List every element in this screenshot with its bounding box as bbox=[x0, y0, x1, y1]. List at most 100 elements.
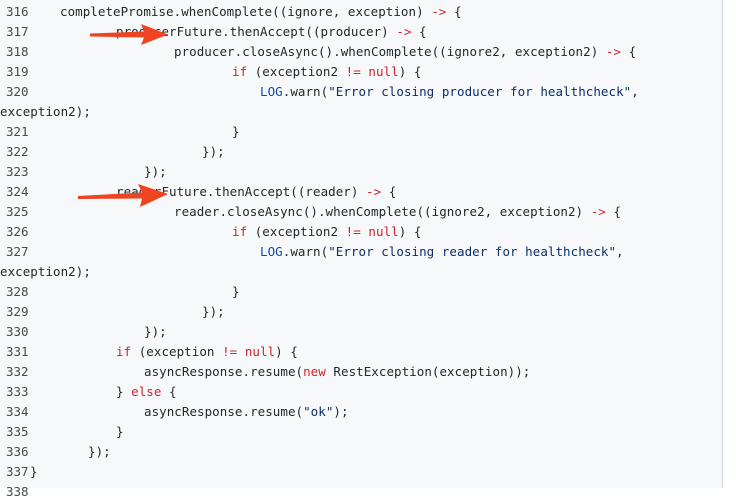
code-token: "Error closing reader for healthcheck" bbox=[328, 244, 617, 259]
line-number[interactable]: 333 bbox=[6, 384, 29, 399]
code-token: } bbox=[116, 384, 132, 399]
code-line: 322}); bbox=[0, 142, 722, 162]
line-number[interactable]: 321 bbox=[6, 124, 29, 139]
line-number[interactable]: 320 bbox=[6, 84, 29, 99]
code-token: closeAsync bbox=[227, 204, 303, 219]
code-token: exception2); bbox=[0, 264, 91, 279]
code-token: ( bbox=[320, 244, 329, 259]
code-token: != bbox=[345, 224, 361, 239]
line-number[interactable]: 332 bbox=[6, 364, 29, 379]
code-token: else bbox=[131, 384, 162, 399]
code-token: -> bbox=[396, 24, 412, 39]
code-token: { bbox=[605, 204, 622, 219]
arrow-icon bbox=[78, 184, 168, 207]
code-token: } bbox=[116, 424, 124, 439]
code-token: . bbox=[173, 4, 182, 19]
line-number[interactable]: 330 bbox=[6, 324, 29, 339]
code-token: (exception2 bbox=[247, 224, 346, 239]
code-token: (exception bbox=[131, 344, 223, 359]
code-text: if (exception != null) { bbox=[116, 342, 298, 362]
code-token: null bbox=[244, 344, 276, 359]
code-text: exception2); bbox=[0, 262, 91, 282]
code-token: != bbox=[345, 64, 361, 79]
code-text: reader.closeAsync().whenComplete((ignore… bbox=[174, 202, 621, 222]
code-token: }); bbox=[88, 444, 111, 459]
line-number[interactable]: 317 bbox=[6, 24, 29, 39]
code-token: if bbox=[116, 344, 132, 359]
code-token: "Error closing producer for healthcheck" bbox=[328, 84, 632, 99]
code-token: . bbox=[206, 184, 215, 199]
code-token: whenComplete bbox=[340, 44, 432, 59]
code-token: LOG bbox=[260, 84, 283, 99]
code-token: thenAccept bbox=[214, 184, 291, 199]
line-number[interactable]: 337 bbox=[6, 464, 29, 479]
line-number[interactable]: 327 bbox=[6, 244, 29, 259]
code-line: 333 } else { bbox=[0, 382, 722, 402]
code-token: . bbox=[282, 84, 291, 99]
code-token: . bbox=[242, 364, 251, 379]
code-text: } else { bbox=[116, 382, 177, 402]
code-token: if bbox=[232, 224, 248, 239]
code-text: if (exception2 != null) { bbox=[232, 222, 421, 242]
code-token: ((ignore2, exception2) bbox=[416, 204, 591, 219]
code-token: resume bbox=[250, 364, 296, 379]
code-line: 335} bbox=[0, 422, 722, 442]
code-text: }); bbox=[144, 162, 167, 182]
line-number[interactable]: 338 bbox=[6, 484, 29, 499]
line-number[interactable]: 328 bbox=[6, 284, 29, 299]
line-number[interactable]: 331 bbox=[6, 344, 29, 359]
code-text: } bbox=[116, 422, 124, 442]
code-token: ) { bbox=[275, 344, 298, 359]
code-token: } bbox=[30, 464, 38, 479]
code-token: asyncResponse bbox=[144, 364, 243, 379]
code-line: 323}); bbox=[0, 162, 722, 182]
line-number[interactable]: 318 bbox=[6, 44, 29, 59]
code-token: , bbox=[616, 244, 624, 259]
code-text: }); bbox=[202, 142, 225, 162]
line-number[interactable]: 336 bbox=[6, 444, 29, 459]
code-text: }); bbox=[144, 322, 167, 342]
code-token: ) { bbox=[398, 64, 422, 79]
code-token: ((producer) bbox=[305, 24, 397, 39]
line-number[interactable]: 329 bbox=[6, 304, 29, 319]
code-line: exception2); bbox=[0, 102, 722, 122]
line-number[interactable]: 316 bbox=[6, 4, 29, 19]
code-token: null bbox=[368, 224, 399, 239]
code-line: 337} bbox=[0, 462, 722, 482]
code-viewer[interactable]: 316 completePromise. whenComplete ((ignore,… bbox=[0, 0, 723, 499]
line-number[interactable]: 326 bbox=[6, 224, 29, 239]
code-text: } bbox=[232, 122, 240, 142]
code-line: 325 reader.closeAsync().whenComplete((ign… bbox=[0, 202, 722, 222]
code-token: new bbox=[303, 364, 326, 379]
code-token: completePromise bbox=[60, 4, 174, 19]
line-number[interactable]: 319 bbox=[6, 64, 29, 79]
code-token: warn bbox=[290, 84, 321, 99]
annotation-arrow-producer bbox=[90, 24, 168, 45]
line-number[interactable]: 323 bbox=[6, 164, 29, 179]
line-number[interactable]: 324 bbox=[6, 184, 29, 199]
line-number[interactable]: 325 bbox=[6, 204, 29, 219]
code-token: . bbox=[219, 204, 228, 219]
line-number[interactable]: 335 bbox=[6, 424, 29, 439]
code-token: -> bbox=[431, 4, 447, 19]
code-token: ); bbox=[333, 404, 349, 419]
code-token: { bbox=[381, 184, 397, 199]
code-token: exception2); bbox=[0, 104, 91, 119]
code-text: asyncResponse.resume(new RestException(e… bbox=[144, 362, 530, 382]
code-text: asyncResponse.resume("ok"); bbox=[144, 402, 349, 422]
code-text: producer.closeAsync().whenComplete((igno… bbox=[174, 42, 636, 62]
line-number[interactable]: 322 bbox=[6, 144, 29, 159]
code-token: ((ignore, exception) bbox=[272, 4, 432, 19]
line-number[interactable]: 334 bbox=[6, 404, 29, 419]
code-text: }); bbox=[88, 442, 111, 462]
code-token: closeAsync bbox=[242, 44, 318, 59]
code-token: producer bbox=[174, 44, 235, 59]
code-line: 332 asyncResponse.resume(new RestExceptio… bbox=[0, 362, 722, 382]
code-token: } bbox=[232, 284, 240, 299]
code-token: { bbox=[621, 44, 637, 59]
code-line: 334 asyncResponse.resume("ok"); bbox=[0, 402, 722, 422]
code-token: }); bbox=[144, 164, 167, 179]
